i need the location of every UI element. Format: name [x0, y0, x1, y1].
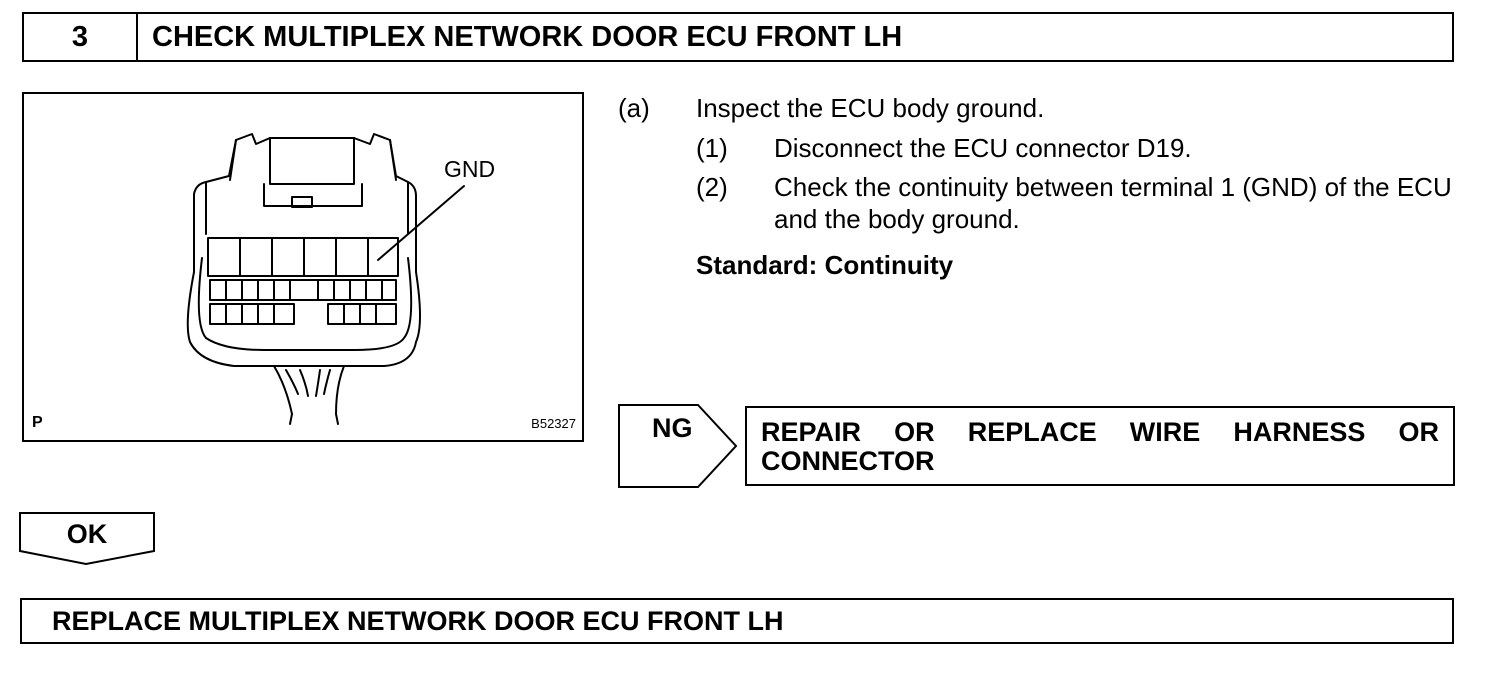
gnd-leader-line [377, 185, 465, 261]
connector-housing [193, 133, 417, 273]
instruction-a-label: (a) [618, 93, 650, 123]
connector-drawing [186, 133, 465, 425]
final-result-box: REPLACE MULTIPLEX NETWORK DOOR ECU FRONT… [20, 598, 1454, 644]
gnd-terminal-label: GND [444, 156, 496, 182]
ng-result-box: REPAIR OR REPLACE WIRE HARNESS OR CONNEC… [745, 406, 1455, 486]
step-header: 3 CHECK MULTIPLEX NETWORK DOOR ECU FRONT… [22, 12, 1454, 62]
instruction-1-text: Disconnect the ECU connector D19. [774, 133, 1192, 163]
ok-arrow [19, 512, 155, 566]
figure-corner-letter: P [32, 414, 43, 431]
ng-label: NG [652, 413, 693, 443]
wire-harness [273, 365, 345, 415]
step-number: 3 [24, 14, 138, 60]
step-title: CHECK MULTIPLEX NETWORK DOOR ECU FRONT L… [152, 21, 903, 53]
figure-id: B52327 [531, 416, 576, 431]
terminal-row-small-2 [209, 303, 295, 325]
terminal-row-small-1 [209, 279, 397, 301]
instruction-1-label: (1) [696, 133, 728, 163]
ng-arrow [618, 404, 738, 488]
standard-value: Standard: Continuity [696, 250, 954, 280]
instruction-a-text: Inspect the ECU body ground. [696, 93, 1045, 123]
instruction-2-label: (2) [696, 172, 728, 202]
connector-illustration: GND P B52327 [22, 92, 584, 442]
connector-lock [269, 137, 355, 185]
instruction-2-text: Check the continuity between terminal 1 … [774, 172, 1452, 234]
ok-label: OK [66, 519, 108, 549]
